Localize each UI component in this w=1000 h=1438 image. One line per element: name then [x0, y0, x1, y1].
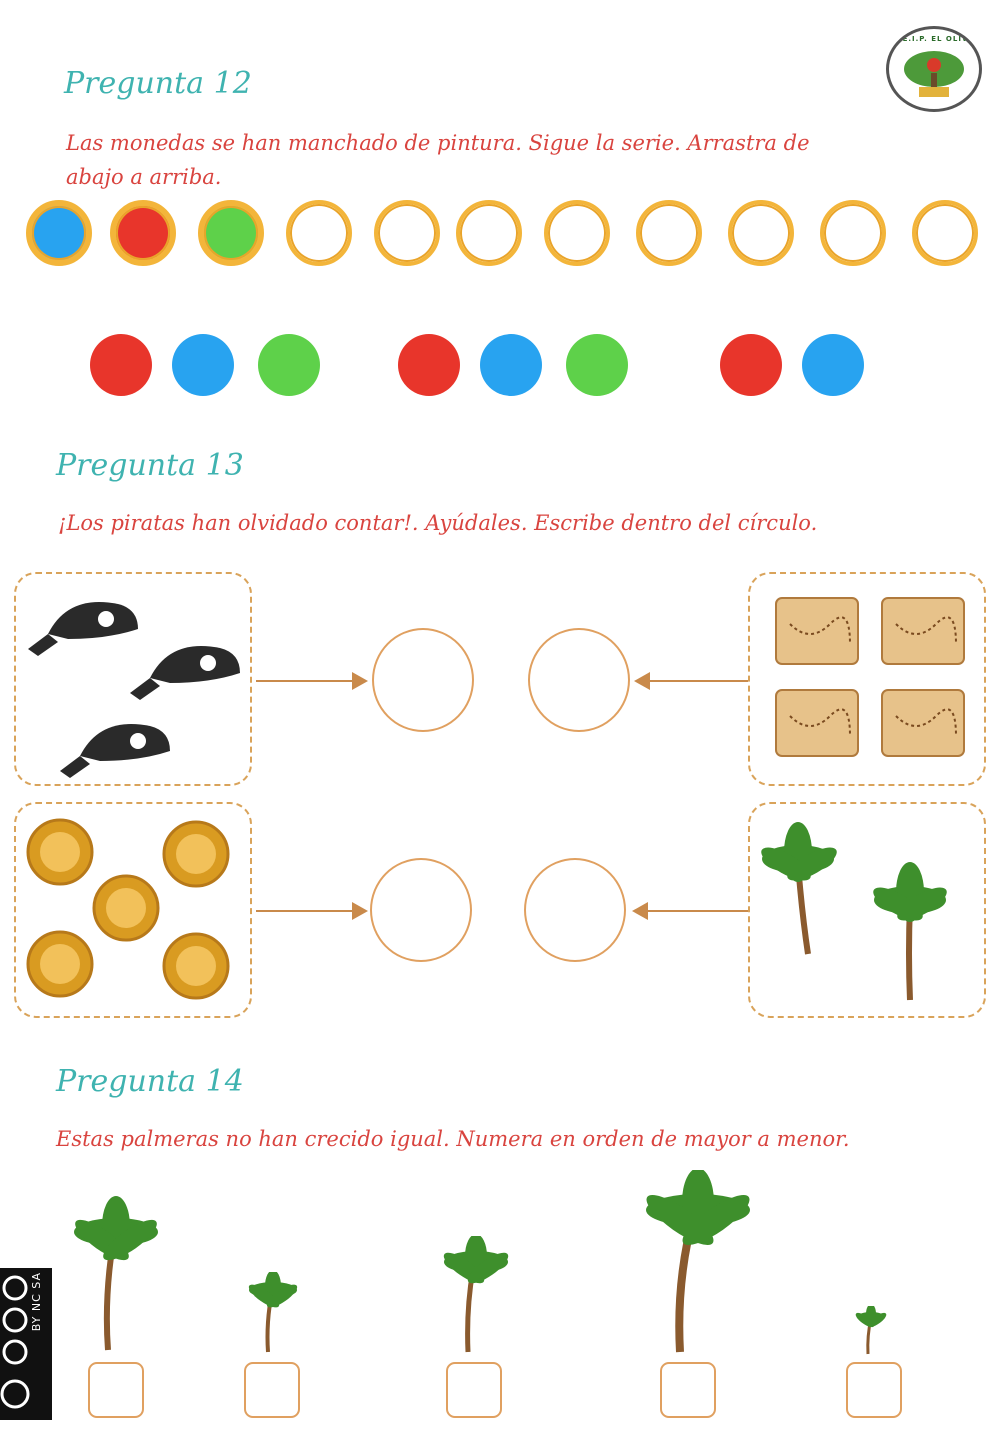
answer-palms-circle[interactable]	[524, 858, 626, 962]
question-13-title: Pregunta 13	[56, 448, 244, 483]
coin-drop-target-7[interactable]	[544, 200, 610, 266]
palm-5-rank-box[interactable]	[846, 1362, 902, 1418]
question-12-text-line1: Las monedas se han manchado de pintura. …	[66, 131, 810, 155]
palm-4-rank-box[interactable]	[660, 1362, 716, 1418]
license-text: BY NC SA	[30, 1272, 43, 1332]
palm-tree-icon	[248, 1272, 298, 1353]
palm-tree-icon	[74, 1196, 158, 1351]
coin-drop-target-4[interactable]	[286, 200, 352, 266]
coin-filled-2	[110, 200, 176, 266]
draggable-color-dot-4[interactable]	[398, 334, 460, 396]
bandanas-panel	[14, 572, 252, 786]
coin-filled-3	[198, 200, 264, 266]
coin-filled-1	[26, 200, 92, 266]
palm-1-rank-box[interactable]	[88, 1362, 144, 1418]
creative-commons-icon	[0, 1275, 30, 1409]
school-logo: C.E.I.P. EL OLIVO	[886, 26, 982, 112]
olive-tree-icon	[904, 51, 964, 97]
coin-drop-target-10[interactable]	[820, 200, 886, 266]
arrowhead-right-icon	[352, 902, 368, 920]
coin-drop-target-5[interactable]	[374, 200, 440, 266]
arrow-bandanas	[256, 680, 360, 682]
arrowhead-left-icon	[634, 672, 650, 690]
draggable-color-dot-8[interactable]	[802, 334, 864, 396]
question-14-text: Estas palmeras no han crecido igual. Num…	[56, 1127, 850, 1151]
logo-text: C.E.I.P. EL OLIVO	[892, 35, 976, 43]
arrowhead-left-icon	[632, 902, 648, 920]
bandana-icon	[28, 602, 240, 778]
palm-trees-panel	[748, 802, 986, 1018]
arrow-maps	[646, 680, 748, 682]
coin-drop-target-9[interactable]	[728, 200, 794, 266]
palm-2-rank-box[interactable]	[244, 1362, 300, 1418]
arrow-coins	[256, 910, 360, 912]
palm-tree-icon	[855, 1306, 887, 1355]
palm-3-rank-box[interactable]	[446, 1362, 502, 1418]
arrow-palms	[644, 910, 748, 912]
question-12-title: Pregunta 12	[64, 66, 252, 101]
coin-drop-target-11[interactable]	[912, 200, 978, 266]
treasure-maps-panel	[748, 572, 986, 786]
palm-tree-icon	[761, 822, 947, 1001]
draggable-color-dot-7[interactable]	[720, 334, 782, 396]
gold-coin-icon	[26, 818, 230, 1000]
question-12-text-line2: abajo a arriba.	[66, 165, 222, 189]
cc-license-badge: BY NC SA	[0, 1268, 52, 1420]
treasure-map-icon	[775, 597, 965, 757]
draggable-color-dot-2[interactable]	[172, 334, 234, 396]
question-14-title: Pregunta 14	[56, 1064, 244, 1099]
answer-maps-circle[interactable]	[528, 628, 630, 732]
draggable-color-dot-1[interactable]	[90, 334, 152, 396]
arrowhead-right-icon	[352, 672, 368, 690]
answer-bandanas-circle[interactable]	[372, 628, 474, 732]
coin-drop-target-6[interactable]	[456, 200, 522, 266]
palm-tree-icon	[646, 1170, 750, 1353]
gold-coins-panel	[14, 802, 252, 1018]
draggable-color-dot-6[interactable]	[566, 334, 628, 396]
answer-coins-circle[interactable]	[370, 858, 472, 962]
question-13-text: ¡Los piratas han olvidado contar!. Ayúda…	[58, 511, 818, 535]
palm-tree-icon	[443, 1236, 509, 1353]
draggable-color-dot-5[interactable]	[480, 334, 542, 396]
draggable-color-dot-3[interactable]	[258, 334, 320, 396]
coin-drop-target-8[interactable]	[636, 200, 702, 266]
